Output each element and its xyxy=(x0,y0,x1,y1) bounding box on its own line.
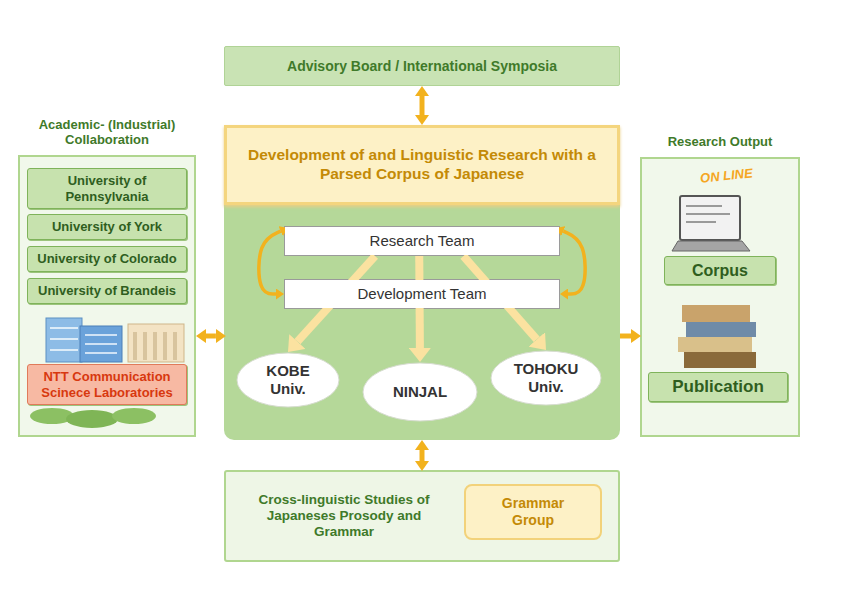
team-box: Development Team xyxy=(284,279,560,309)
connector-arrow xyxy=(259,231,281,294)
column xyxy=(133,332,137,360)
books-illustration xyxy=(678,305,756,368)
bush xyxy=(30,408,74,424)
group-box: Grammar Group xyxy=(464,484,602,540)
window-row xyxy=(85,343,117,345)
window-row xyxy=(50,338,78,340)
laptop-base xyxy=(672,241,750,251)
window-row xyxy=(50,327,78,329)
bush xyxy=(112,408,156,424)
box-label: NINJAL xyxy=(393,383,447,401)
box-label: Grammar Group xyxy=(493,495,573,529)
connector-arrow xyxy=(563,231,585,294)
building-illustration xyxy=(30,318,184,428)
label-wrap: ON LINE xyxy=(700,168,753,183)
studies-box: Cross-linguistic Studies of Japaneses Pr… xyxy=(224,470,620,562)
output-scroll: Corpus xyxy=(664,256,776,285)
connector-arrow xyxy=(463,256,536,339)
team-box: Research Team xyxy=(284,226,560,256)
screen-line xyxy=(686,205,722,207)
box-label: Publication xyxy=(672,377,764,397)
company-scroll: NTT Communication Scinece Laboratories xyxy=(27,364,187,405)
box-label: Development Team xyxy=(285,280,559,308)
book xyxy=(686,322,756,337)
collaboration-panel: Academic- (Industrial) CollaborationUniv… xyxy=(18,155,196,437)
connector-arrow xyxy=(415,256,424,348)
box-label: Corpus xyxy=(692,261,748,280)
book xyxy=(682,305,750,322)
panel-heading: Academic- (Industrial) Collaboration xyxy=(20,113,194,153)
box-label: TOHOKU Univ. xyxy=(510,360,582,396)
column xyxy=(143,332,147,360)
output-scroll: Publication xyxy=(648,372,788,402)
box-label: University of Colorado xyxy=(37,251,176,267)
box-label: NTT Communication Scinece Laboratories xyxy=(33,369,181,400)
university-scroll: University of Pennsylvania xyxy=(27,168,187,209)
project-panel: Development of and Linguistic Research w… xyxy=(224,125,620,440)
box-label: Research Team xyxy=(285,227,559,255)
connector-arrow xyxy=(206,334,216,339)
book xyxy=(684,352,756,368)
institution-oval: KOBE Univ. xyxy=(236,352,340,408)
box-label: University of Brandeis xyxy=(38,283,176,299)
office-building xyxy=(46,318,82,362)
laptop-illustration xyxy=(672,196,750,251)
oval-shape xyxy=(491,351,601,405)
output-panel: Research OutputCorpusPublication xyxy=(640,157,800,437)
university-scroll: University of Brandeis xyxy=(27,278,187,304)
connector-arrow xyxy=(420,96,425,115)
box-label: KOBE Univ. xyxy=(257,362,319,398)
laptop-screen xyxy=(680,196,740,240)
institution-oval: TOHOKU Univ. xyxy=(490,350,602,406)
connector-arrow xyxy=(420,450,425,461)
connector-arrow xyxy=(297,256,375,342)
campus-building xyxy=(128,324,184,362)
screen-line xyxy=(686,221,716,223)
window-row xyxy=(50,349,78,351)
column xyxy=(153,332,157,360)
connector-arrow xyxy=(620,334,631,339)
box-label: University of Pennsylvania xyxy=(33,173,181,204)
office-building xyxy=(80,326,122,362)
panel-heading: Research Output xyxy=(642,115,798,155)
column xyxy=(163,332,167,360)
box-label: Cross-linguistic Studies of Japaneses Pr… xyxy=(226,472,448,560)
box-label: University of York xyxy=(52,219,162,235)
window-row xyxy=(85,352,117,354)
project-title: Development of and Linguistic Research w… xyxy=(224,125,620,205)
box-label: Advisory Board / International Symposia xyxy=(287,58,557,75)
institution-oval: NINJAL xyxy=(362,362,478,422)
building-columns xyxy=(50,328,177,360)
advisory-box: Advisory Board / International Symposia xyxy=(224,46,620,86)
column xyxy=(173,332,177,360)
bush xyxy=(66,410,118,428)
university-scroll: University of York xyxy=(27,214,187,240)
university-scroll: University of Colorado xyxy=(27,246,187,272)
screen-line xyxy=(686,213,730,215)
oval-shape xyxy=(237,353,339,407)
window-row xyxy=(85,334,117,336)
book xyxy=(678,337,752,352)
oval-shape xyxy=(363,363,477,421)
online-tag: ON LINE xyxy=(699,165,753,185)
